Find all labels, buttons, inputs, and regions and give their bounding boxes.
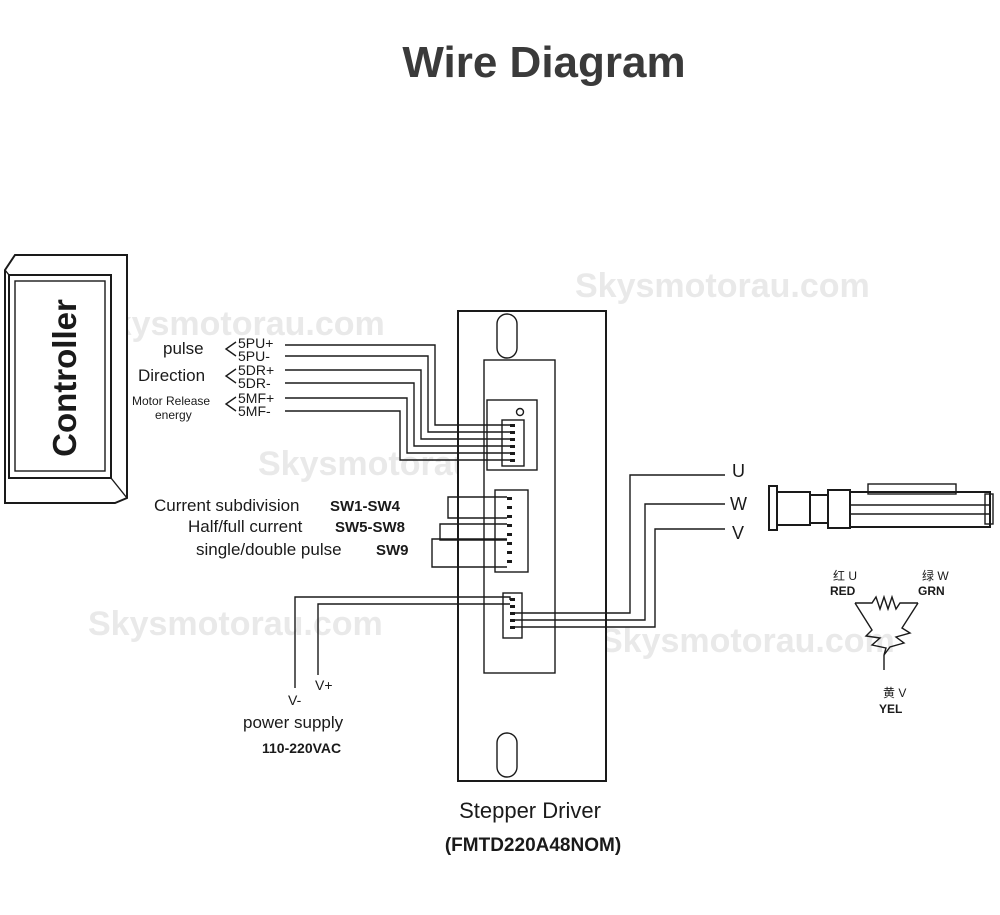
phase-yel-cn: 黄 V [883, 686, 906, 700]
page-title: Wire Diagram [402, 38, 685, 87]
phase-yel: YEL [879, 702, 902, 716]
signal-wires [285, 344, 510, 461]
switch-code: SW9 [376, 542, 409, 559]
phase-red: RED [830, 584, 856, 598]
controller-box: Controller [4, 254, 128, 504]
output-w: W [730, 494, 747, 514]
motor-output-labels: U W V [730, 461, 747, 543]
watermark: Skysmotorau.com [575, 267, 870, 305]
terminal-pins [507, 424, 515, 629]
switch-name: Half/full current [188, 517, 303, 536]
direction-label: Direction [138, 366, 205, 385]
switch-name: Current subdivision [154, 496, 300, 515]
switch-name: single/double pulse [196, 540, 342, 559]
phase-triangle: 红 U RED 绿 W GRN 黄 V YEL [830, 568, 949, 716]
motor-release-label: Motor Release [132, 394, 210, 408]
switch-code: SW5-SW8 [335, 519, 405, 536]
motor-wires [515, 474, 725, 628]
voltage-label: 110-220VAC [262, 740, 341, 756]
v-plus-label: V+ [315, 677, 333, 693]
phase-grn-cn: 绿 W [922, 568, 949, 583]
pulse-label: pulse [163, 339, 204, 358]
pin-label: 5PU- [238, 348, 270, 364]
pin-label: 5MF+ [238, 390, 274, 406]
pin-label: 5PU+ [238, 335, 273, 351]
phase-red-cn: 红 U [833, 568, 857, 583]
power-labels: V- V+ power supply 110-220VAC [243, 677, 344, 756]
watermark: Skysmotorau.com [88, 605, 383, 643]
energy-label: energy [155, 408, 192, 422]
power-wires [294, 596, 511, 688]
phase-grn: GRN [918, 584, 945, 598]
pin-label: 5MF- [238, 403, 271, 419]
switch-brackets [431, 496, 507, 568]
motor [768, 483, 994, 531]
stepper-driver [457, 310, 607, 782]
v-minus-label: V- [288, 692, 302, 708]
switch-code: SW1-SW4 [330, 498, 401, 515]
watermark: Skysmotorau.com [600, 622, 895, 660]
controller-label: Controller [46, 299, 83, 457]
driver-model: (FMTD220A48NOM) [445, 835, 621, 856]
watermark: Skysmotorau.com [90, 305, 385, 343]
driver-name: Stepper Driver [459, 798, 601, 823]
signal-labels: pulse Direction Motor Release energy 5PU… [132, 335, 274, 422]
pin-label: 5DR- [238, 375, 271, 391]
power-supply-label: power supply [243, 713, 344, 732]
output-u: U [732, 461, 745, 481]
switch-labels: Current subdivision SW1-SW4 Half/full cu… [154, 496, 409, 559]
output-v: V [732, 523, 744, 543]
pin-label: 5DR+ [238, 362, 274, 378]
